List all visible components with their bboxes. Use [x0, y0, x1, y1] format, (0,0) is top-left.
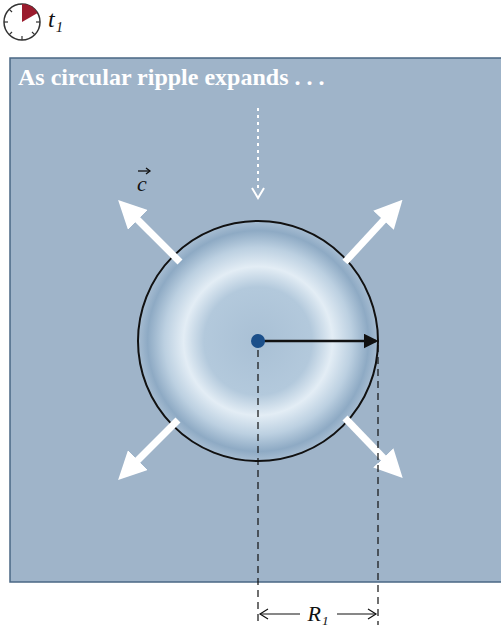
dotted-pointer [257, 108, 259, 190]
velocity-arrows [128, 210, 393, 470]
radius-arrow [258, 340, 376, 343]
center-dot [251, 334, 265, 348]
clock-icon [4, 4, 40, 40]
dimension-lines [258, 345, 378, 625]
radius-label: R₁ [307, 602, 328, 626]
velocity-symbol: c [137, 172, 147, 196]
dotted-pointer-head [252, 188, 264, 198]
water-panel [10, 58, 501, 582]
title-note: As circular ripple expands . . . [18, 64, 324, 90]
time-label: t₁ [48, 6, 63, 32]
